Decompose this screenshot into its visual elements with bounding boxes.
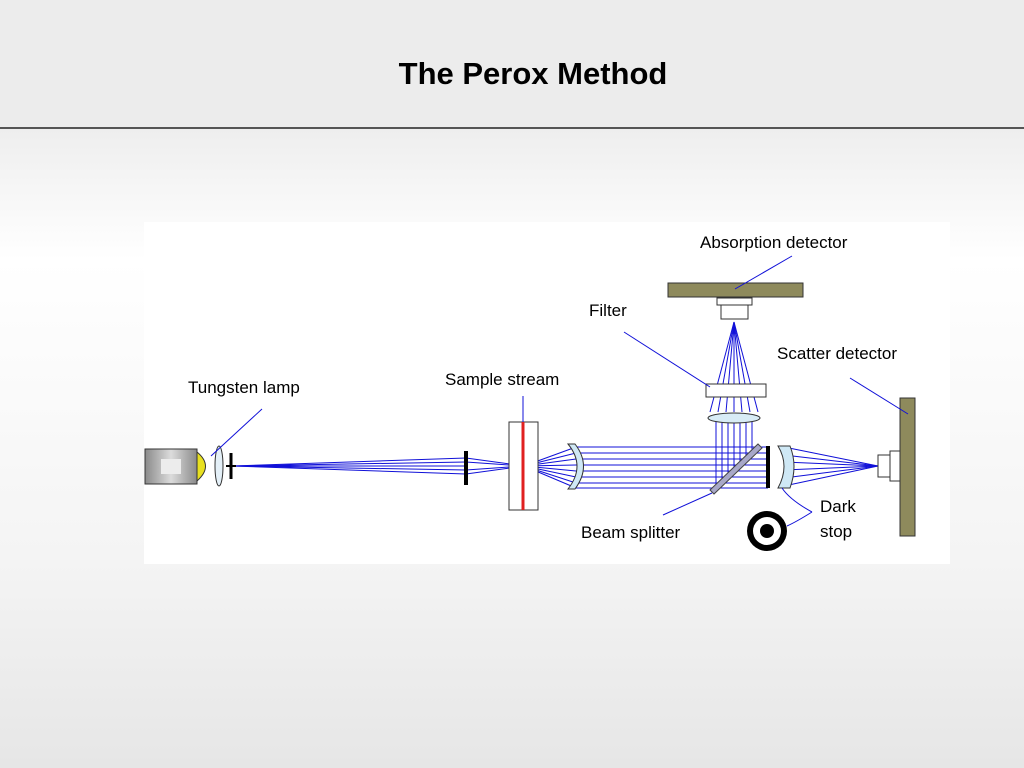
optical-diagram-svg: Absorption detector Filter Scatter detec… [144, 233, 916, 551]
lamp-housing-highlight [161, 459, 181, 474]
leader-absorption-detector [734, 255, 793, 290]
label-tungsten-lamp: Tungsten lamp [188, 378, 300, 397]
beam-splitter [709, 443, 763, 495]
leader-filter [623, 331, 711, 388]
label-dark: Dark [820, 497, 856, 516]
scatter-detector [899, 397, 916, 537]
tungsten-lamp [144, 445, 236, 487]
leader-scatter-detector [849, 377, 909, 415]
absorption-detector [667, 282, 804, 298]
sample-stream-cell [508, 396, 539, 511]
leader-dark-stop-target [786, 511, 813, 527]
slide-header [0, 0, 1024, 129]
scatter-lens [777, 445, 795, 489]
label-stop: stop [820, 522, 852, 541]
scatter-detector-window [877, 454, 891, 478]
label-sample-stream: Sample stream [445, 370, 559, 389]
leader-dark-stop-lens [781, 487, 813, 513]
label-filter: Filter [589, 301, 627, 320]
label-absorption-detector: Absorption detector [700, 233, 848, 252]
lamp-bulb [196, 450, 206, 483]
scatter-detector-mount [889, 450, 901, 482]
optical-diagram: Absorption detector Filter Scatter detec… [144, 222, 950, 564]
absorption-detector-window [720, 304, 749, 320]
leader-beam-splitter [662, 492, 713, 516]
filter [705, 383, 767, 398]
label-beam-splitter: Beam splitter [581, 523, 681, 542]
collimating-mirror [566, 443, 584, 490]
absorption-lens [707, 412, 761, 424]
dark-stop-target-icon [747, 511, 787, 551]
scatter-detector-assembly [877, 397, 916, 537]
slide-title: The Perox Method [398, 56, 668, 91]
absorption-path [667, 282, 804, 424]
label-scatter-detector: Scatter detector [777, 344, 897, 363]
absorption-detector-mount [716, 297, 753, 306]
condenser-lens [214, 445, 224, 487]
leader-tungsten-lamp [210, 408, 263, 457]
leader-lines [210, 255, 909, 527]
